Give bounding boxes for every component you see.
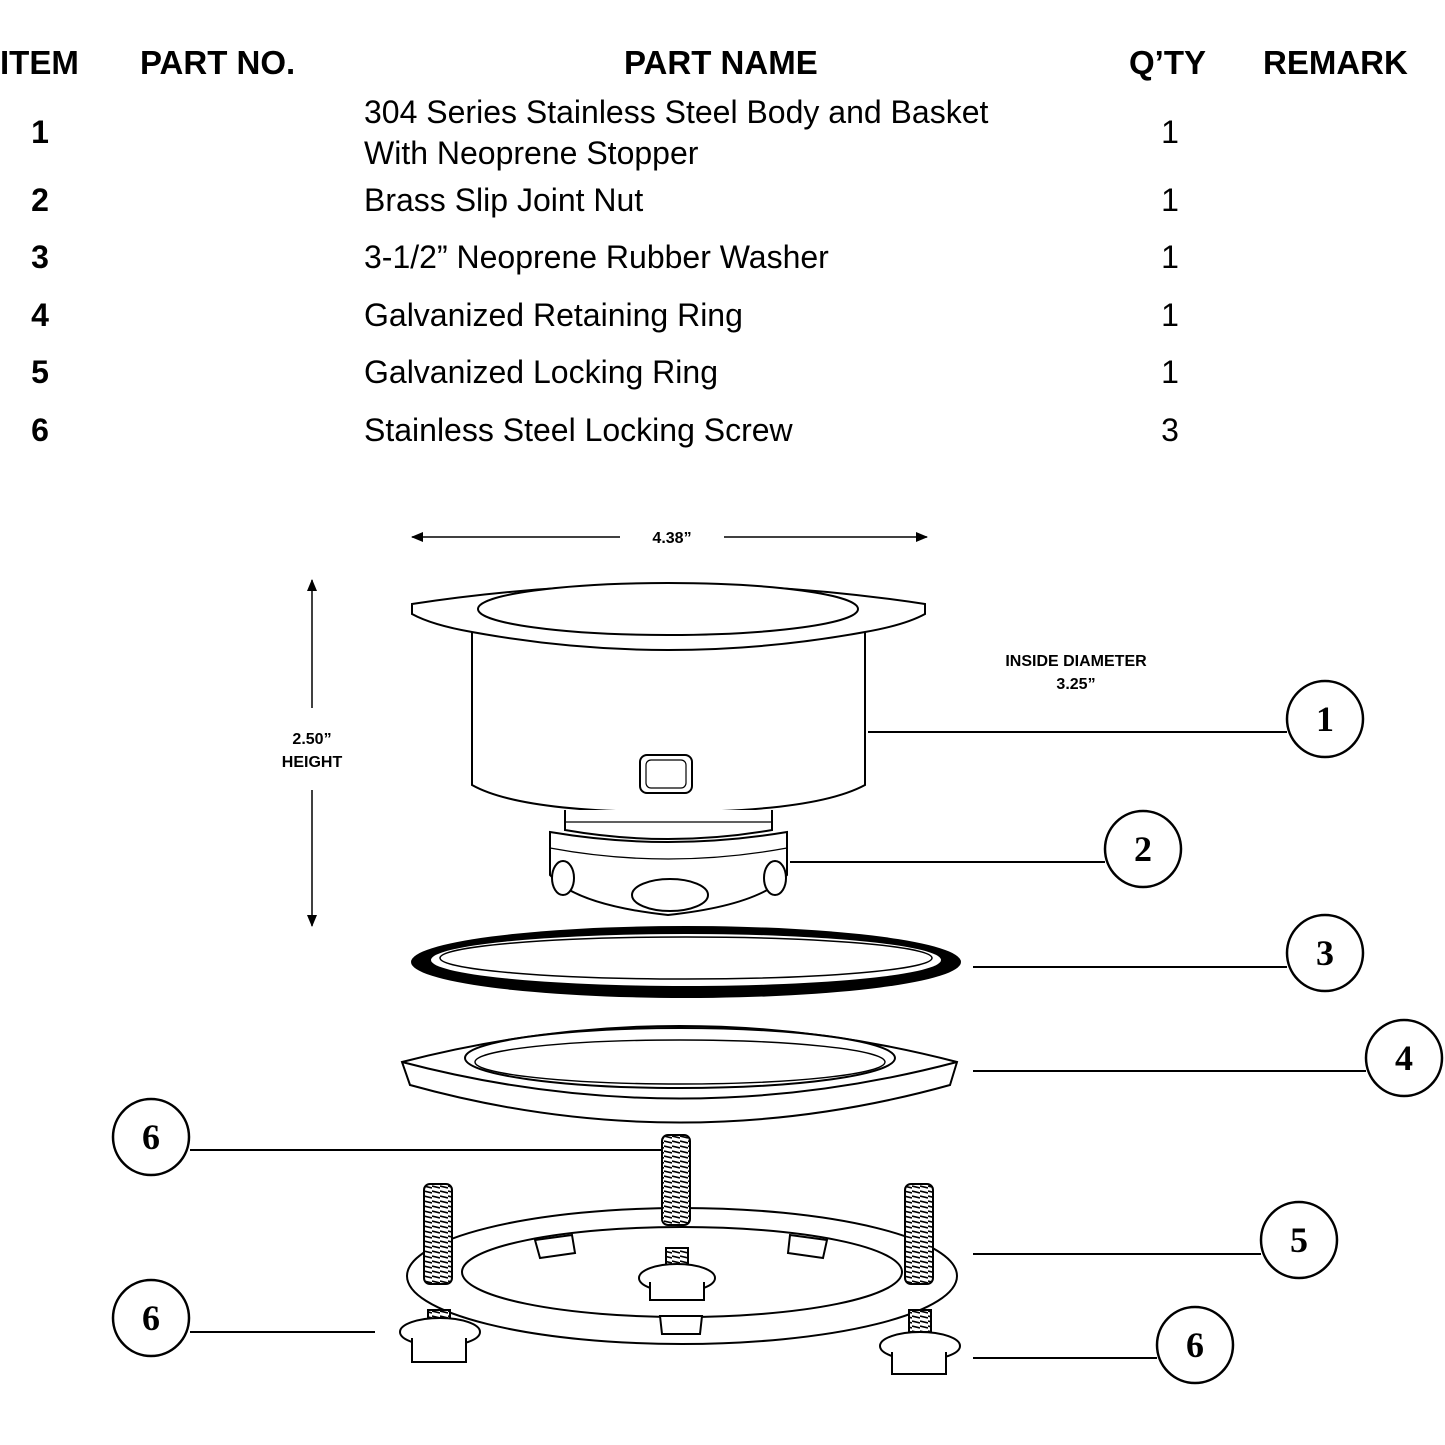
height-dimension-value: 2.50” — [292, 731, 331, 748]
locking-screw-center — [638, 1134, 716, 1301]
quantity: 3 — [1161, 412, 1179, 448]
callout-5: 5 — [1259, 1200, 1339, 1280]
header-qty: Q’TY — [1129, 44, 1207, 81]
part-name: Galvanized Locking Ring — [364, 354, 718, 390]
svg-text:6: 6 — [142, 1298, 160, 1338]
header-remark: REMARK — [1263, 44, 1408, 81]
table-row: 6 Stainless Steel Locking Screw 3 — [0, 410, 1445, 450]
part-name: 304 Series Stainless Steel Body and Bask… — [364, 94, 989, 171]
callout-6-top: 6 — [111, 1097, 191, 1177]
callout-6-right: 6 — [1155, 1305, 1235, 1385]
inside-diameter-value: 3.25” — [1056, 676, 1095, 693]
item-number: 3 — [31, 239, 49, 275]
part-name: 3-1/2” Neoprene Rubber Washer — [364, 239, 829, 275]
table-row: 2 Brass Slip Joint Nut 1 — [0, 180, 1445, 220]
header-item: ITEM — [0, 44, 79, 81]
strainer-body — [411, 582, 926, 814]
quantity: 1 — [1161, 114, 1179, 150]
header-part-no: PART NO. — [140, 44, 296, 81]
header-part-name: PART NAME — [624, 44, 818, 81]
part-name: Brass Slip Joint Nut — [364, 182, 644, 218]
item-number: 6 — [31, 412, 49, 448]
table-row: 4 Galvanized Retaining Ring 1 — [0, 295, 1445, 335]
width-dimension-label: 4.38” — [652, 530, 691, 547]
locking-screw-left — [399, 1183, 481, 1363]
quantity: 1 — [1161, 239, 1179, 275]
rubber-washer — [411, 926, 961, 998]
callout-3: 3 — [1285, 913, 1365, 993]
quantity: 1 — [1161, 182, 1179, 218]
svg-text:2: 2 — [1134, 829, 1152, 869]
leader-lines — [190, 731, 1366, 1359]
item-number: 2 — [31, 182, 49, 218]
svg-text:6: 6 — [1186, 1325, 1204, 1365]
height-dimension-label: HEIGHT — [282, 754, 343, 771]
callout-1: 1 — [1285, 679, 1365, 759]
svg-text:4: 4 — [1395, 1038, 1413, 1078]
table-row: 3 3-1/2” Neoprene Rubber Washer 1 — [0, 237, 1445, 277]
callout-2: 2 — [1103, 809, 1183, 889]
callout-4: 4 — [1364, 1018, 1444, 1098]
table-row: 1 304 Series Stainless Steel Body and Ba… — [0, 94, 1445, 171]
svg-text:3: 3 — [1316, 933, 1334, 973]
svg-text:5: 5 — [1290, 1220, 1308, 1260]
item-number: 5 — [31, 354, 49, 390]
table-row: 5 Galvanized Locking Ring 1 — [0, 352, 1445, 392]
locking-screw-right — [879, 1183, 961, 1375]
callout-6-left: 6 — [111, 1278, 191, 1358]
width-dimension: 4.38” — [411, 530, 928, 547]
inside-diameter-label: INSIDE DIAMETER — [1005, 653, 1147, 670]
svg-text:6: 6 — [142, 1117, 160, 1157]
item-number: 4 — [31, 297, 49, 333]
retaining-ring — [400, 1025, 959, 1124]
svg-text:1: 1 — [1316, 699, 1334, 739]
quantity: 1 — [1161, 297, 1179, 333]
part-name: Galvanized Retaining Ring — [364, 297, 743, 333]
item-number: 1 — [31, 114, 49, 150]
slip-joint-nut — [549, 810, 788, 917]
quantity: 1 — [1161, 354, 1179, 390]
part-name: Stainless Steel Locking Screw — [364, 412, 793, 448]
height-dimension: 2.50” HEIGHT — [282, 579, 343, 927]
